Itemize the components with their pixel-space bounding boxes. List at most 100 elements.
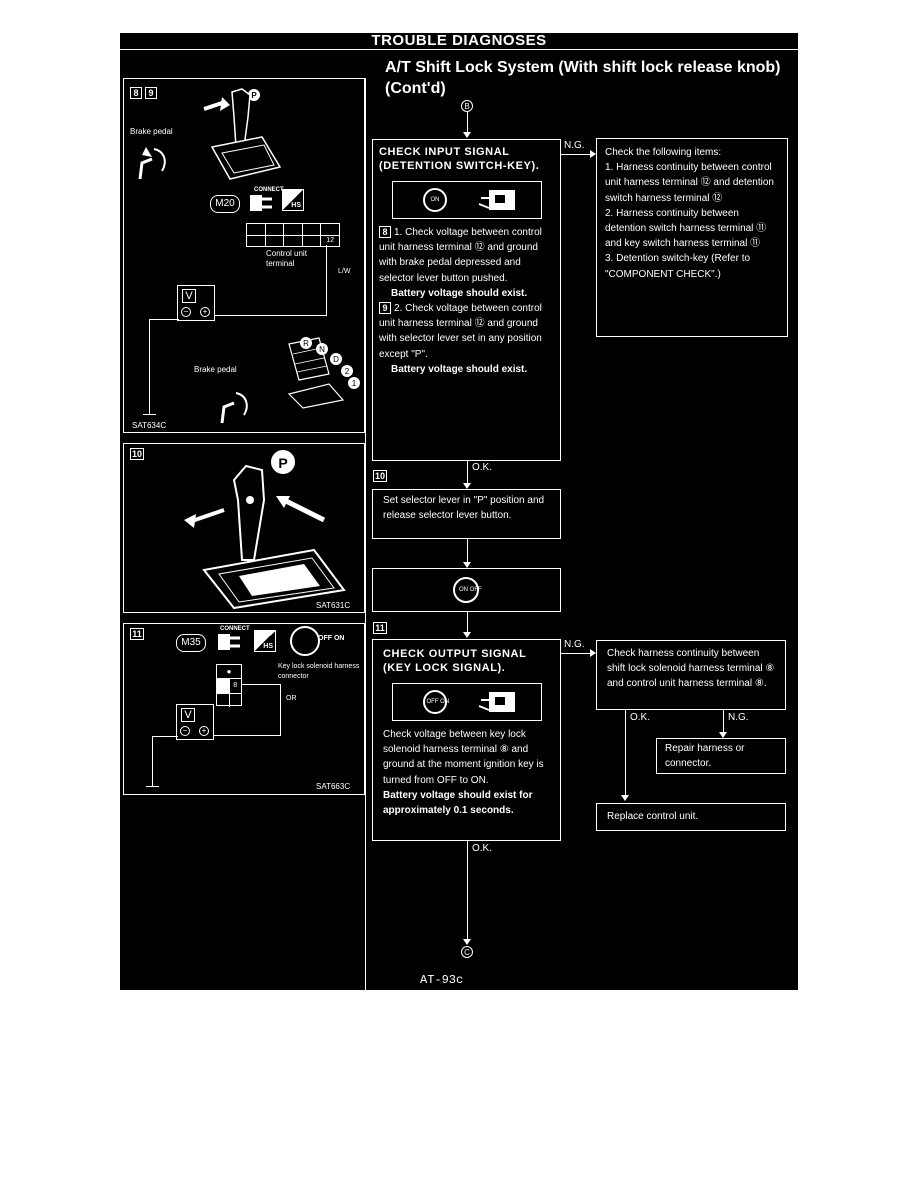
gear-r: R (300, 337, 312, 349)
control-unit-terminal-label: Control unit terminal (266, 249, 307, 268)
solenoid-icon (478, 692, 515, 712)
step-tag-11-flow: 11 (373, 622, 387, 634)
key-on-icon (422, 188, 447, 212)
check-input-title: CHECK INPUT SIGNAL (DETENTION SWITCH-KEY… (379, 146, 540, 172)
ng-label-3: N.G. (728, 712, 749, 723)
minus-terminal-icon-2: − (180, 726, 190, 736)
key-position-label: OFF ON (318, 635, 345, 642)
step-tag-10: 10 (130, 448, 144, 460)
step-8-instruction: 1. Check voltage between control unit ha… (379, 227, 542, 284)
hs-label-2: HS (263, 643, 273, 650)
ng-arrow-3 (719, 732, 727, 738)
ng-label-2: N.G. (564, 639, 585, 650)
connector-m35-label: M35 (181, 637, 201, 648)
hs-badge-2: HS (254, 630, 276, 652)
ng-label-1: N.G. (564, 140, 585, 151)
step-tag-11: 11 (130, 628, 144, 640)
ground-symbol (143, 414, 156, 415)
plus-lead (215, 315, 327, 316)
flow-arrow-2 (463, 483, 471, 489)
or-wire-drop (280, 684, 281, 736)
voltmeter-2: V − + (176, 704, 214, 740)
connector-m35-badge: M35 (176, 634, 206, 652)
flow-arrow-1 (463, 132, 471, 138)
connect-label-2: CONNECT (220, 626, 250, 632)
check-output-signal-box: CHECK OUTPUT SIGNAL (KEY LOCK SIGNAL). O… (372, 639, 561, 841)
control-unit-connector: 12 (246, 223, 340, 247)
key-off-on-icon (422, 690, 447, 714)
check-items-title: Check the following items: (605, 147, 722, 158)
check-items-box: Check the following items: 1. Harness co… (596, 138, 788, 337)
flow-line-4 (467, 612, 468, 634)
wire-color-or: OR (286, 695, 297, 702)
ng-line-2 (561, 653, 592, 654)
voltmeter: V − + (177, 285, 215, 321)
step-9-instruction: 2. Check voltage between control unit ha… (379, 303, 542, 360)
probe-wire-lw (326, 245, 327, 315)
hs-badge: HS (282, 189, 304, 211)
page-title: A/T Shift Lock System (With shift lock r… (385, 59, 781, 97)
plus-terminal-icon-2: + (199, 726, 209, 736)
flow-line-2 (467, 461, 468, 485)
check-item-3: 3. Detention switch-key (Refer to "COMPO… (605, 253, 751, 280)
or-wire (242, 684, 280, 685)
column-divider (365, 78, 366, 990)
ground-lead-2 (152, 736, 153, 786)
ground-lead-top-2 (152, 736, 178, 737)
harness-continuity-text: Check harness continuity between shift l… (607, 648, 775, 690)
plus-terminal-icon: + (200, 307, 210, 317)
key-off-label: ON OFF (459, 587, 482, 593)
plug-icon-2 (218, 634, 240, 650)
flow-arrow-4 (463, 632, 471, 638)
replace-control-unit-box: Replace control unit. (596, 803, 786, 831)
plus-lead-2 (214, 735, 280, 736)
figure-code-sat634c: SAT634C (132, 421, 167, 430)
harness-continuity-box: Check harness continuity between shift l… (596, 640, 786, 710)
figure-panel-3: 11 CONNECT M35 HS OFF ON ● 8 Key lock so… (123, 623, 365, 795)
solenoid-connector: ● 8 (216, 664, 242, 707)
check-item-1: 1. Harness continuity between control un… (605, 162, 774, 204)
gear-n: N (316, 343, 328, 355)
ng-arrow-1 (590, 150, 596, 158)
key-off-icon (453, 577, 479, 603)
ok-label-1: O.K. (472, 462, 493, 473)
ignition-key-icon (290, 626, 320, 656)
voltmeter-display-2: V (181, 708, 195, 722)
flow-arrow-3 (463, 562, 471, 568)
set-selector-box: Set selector lever in "P" position and r… (372, 489, 561, 539)
gear-2: 2 (341, 365, 353, 377)
minus-terminal-icon: − (181, 307, 191, 317)
ok-line-2 (625, 710, 626, 796)
flow-line-1 (467, 112, 468, 133)
key-off-on-label: OFF ON (426, 699, 450, 705)
check-input-signal-box: CHECK INPUT SIGNAL (DETENTION SWITCH-KEY… (372, 139, 561, 461)
ground-lead-top (149, 319, 179, 320)
brake-pedal-icon-2 (220, 392, 248, 424)
gear-1: 1 (348, 377, 360, 389)
step-tag-9: 9 (145, 87, 157, 99)
figure-code-sat663c: SAT663C (316, 782, 351, 791)
page-number: AT-93c (420, 973, 464, 987)
brake-pedal-label-bottom: Brake pedal (194, 365, 237, 374)
brake-pedal-icon (138, 147, 166, 180)
terminal-8-cell: 8 (233, 682, 238, 689)
replace-control-unit-text: Replace control unit. (607, 811, 699, 822)
entry-marker-b: B (461, 100, 473, 112)
voltmeter-display: V (182, 289, 196, 303)
exit-marker-c: C (461, 946, 473, 958)
brake-pedal-label-top: Brake pedal (130, 127, 173, 136)
repair-harness-text: Repair harness or connector. (665, 743, 745, 770)
wire-color-lw: L/W (338, 268, 351, 275)
selector-lever-illustration (184, 464, 346, 610)
terminal-12-cell: 12 (326, 237, 335, 244)
flow-arrow-5 (463, 939, 471, 945)
plug-icon (250, 195, 272, 211)
gear-d: D (330, 353, 342, 365)
hs-label: HS (291, 202, 301, 209)
flow-line-3 (467, 539, 468, 563)
ng-arrow-2 (590, 649, 596, 657)
shift-lever-illustration (203, 88, 282, 180)
